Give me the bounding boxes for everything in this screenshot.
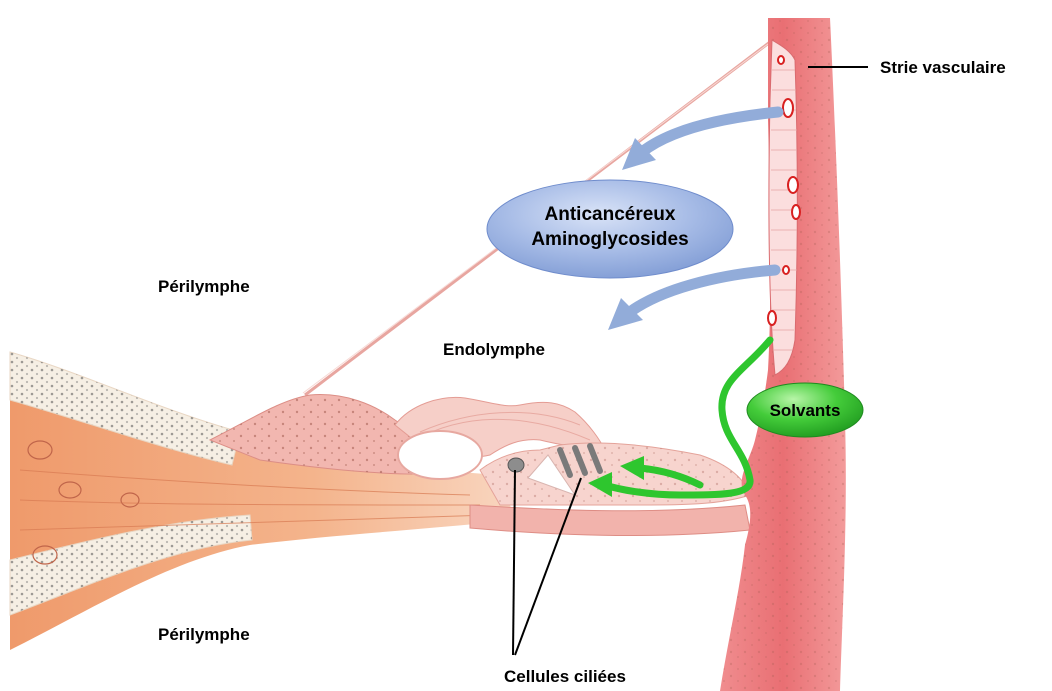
perilymphe-upper-label: Périlymphe <box>158 277 250 296</box>
basilar-membrane <box>470 505 750 536</box>
agent-label-anticancereux: Anticancéreux <box>545 204 676 225</box>
perilymphe-lower-label: Périlymphe <box>158 625 250 644</box>
inner-sulcus <box>398 431 482 479</box>
endolymphe-label: Endolymphe <box>443 340 545 359</box>
inner-hair-cell <box>508 458 524 472</box>
agent-arrow-upper <box>642 112 778 152</box>
solvants-label: Solvants <box>770 401 841 420</box>
strie-vasculaire-label: Strie vasculaire <box>880 58 1006 77</box>
cellules-ciliees-label: Cellules ciliées <box>504 667 626 686</box>
agent-label-aminoglycosides: Aminoglycosides <box>531 229 688 250</box>
agent-arrow-lower <box>630 270 775 312</box>
